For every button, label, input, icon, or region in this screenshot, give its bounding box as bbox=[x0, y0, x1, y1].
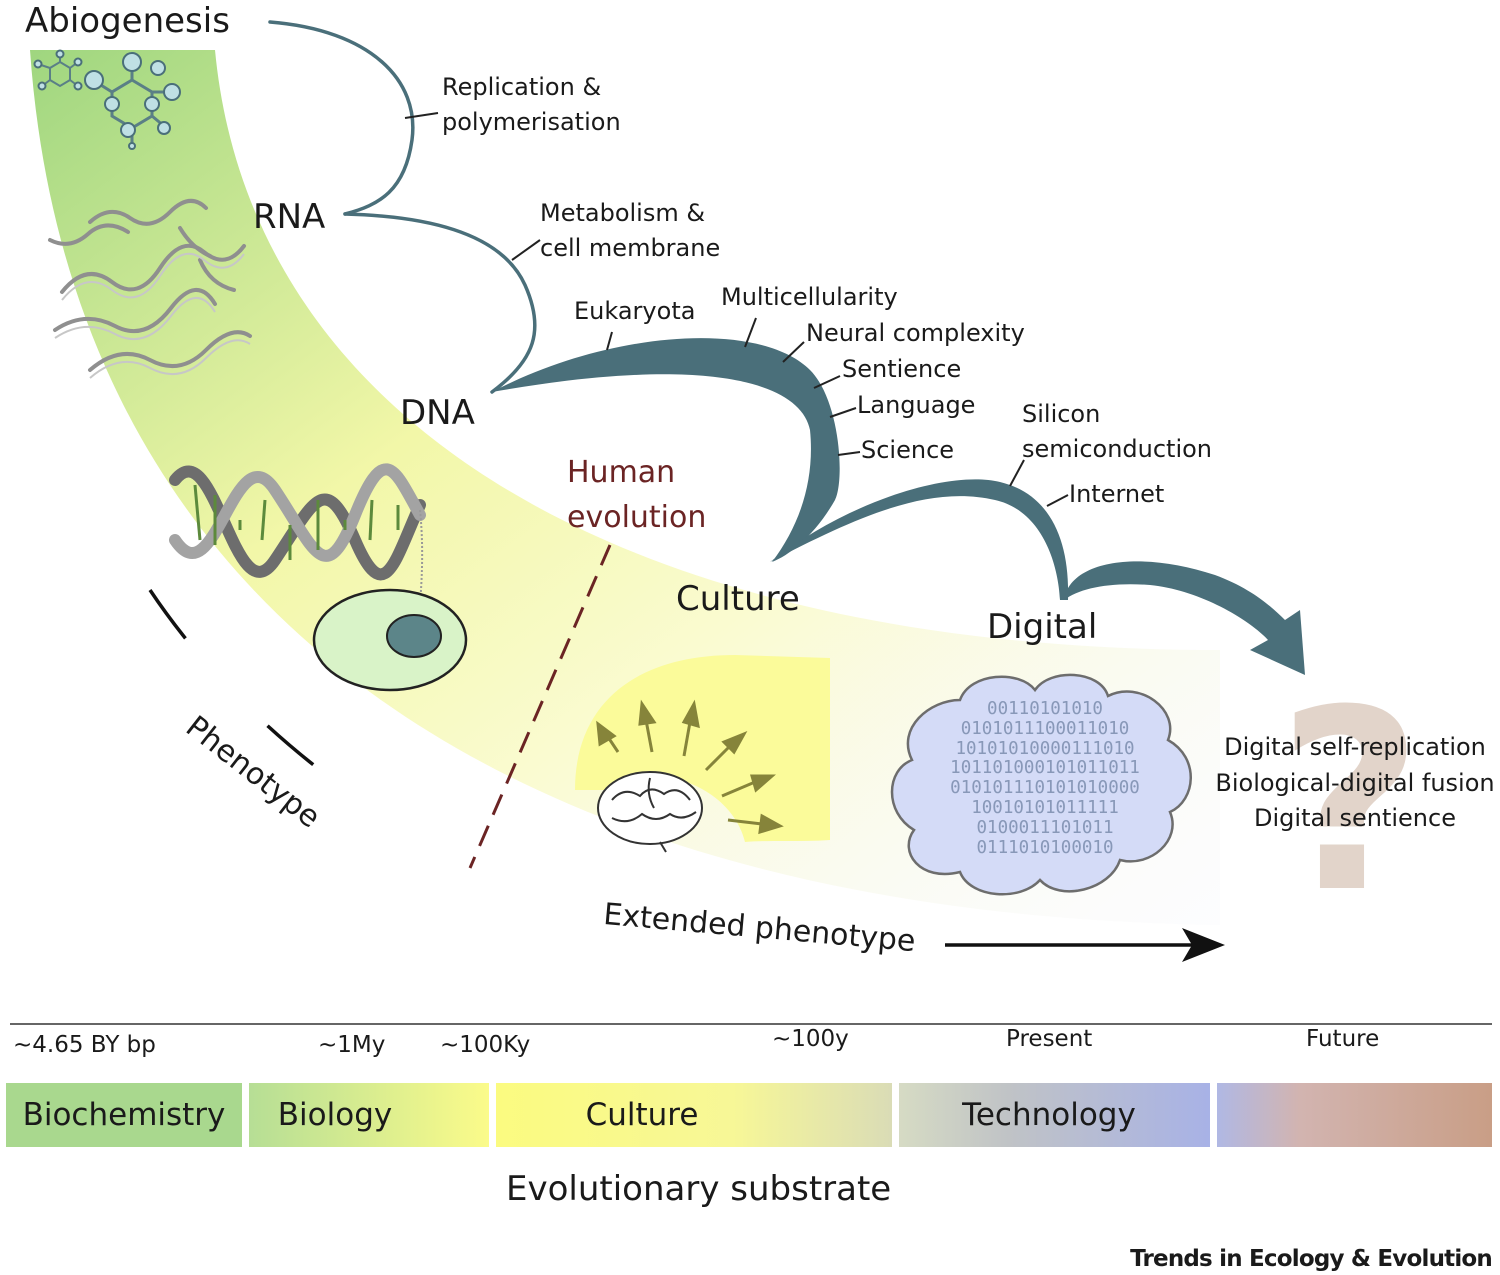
stage-rna: RNA bbox=[253, 197, 326, 237]
question-mark: ? bbox=[1277, 656, 1422, 947]
tick-label: ~100y bbox=[772, 1026, 849, 1052]
substrate-biology: Biology bbox=[277, 1097, 393, 1133]
future-outcome: Digital self-replication bbox=[1224, 733, 1486, 761]
dna-helix-icon bbox=[169, 463, 426, 633]
tick-label: ~100Ky bbox=[440, 1032, 531, 1058]
stage-culture: Culture bbox=[676, 579, 800, 619]
tick-label: ~1My bbox=[318, 1032, 386, 1058]
binary-cloud bbox=[890, 673, 1192, 896]
axis-title: Evolutionary substrate bbox=[506, 1169, 892, 1209]
substrate-culture: Culture bbox=[585, 1097, 699, 1133]
substrate-box-future bbox=[1217, 1083, 1492, 1147]
substrate-box-biology bbox=[249, 1083, 489, 1147]
event-multicellularity: Multicellularity bbox=[721, 283, 898, 311]
brain-icon bbox=[597, 771, 703, 853]
human-evolution-line bbox=[468, 544, 612, 869]
substrate-box-technology bbox=[899, 1083, 1210, 1147]
substrate-biochemistry: Biochemistry bbox=[22, 1097, 226, 1133]
event-language: Language bbox=[857, 391, 976, 419]
tick-label: Present bbox=[1006, 1026, 1093, 1052]
culture-fan bbox=[575, 655, 830, 842]
future-outcomes: Digital self-replication Biological-digi… bbox=[1210, 730, 1500, 837]
event-metabolism: Metabolism &cell membrane bbox=[540, 199, 721, 262]
event-science: Science bbox=[861, 436, 955, 464]
future-outcome: Digital sentience bbox=[1254, 804, 1456, 832]
substrate-box-biochemistry bbox=[6, 1083, 242, 1147]
tick-label: Future bbox=[1306, 1026, 1380, 1052]
stage-digital: Digital bbox=[987, 607, 1098, 647]
event-replication: Replication &polymerisation bbox=[442, 73, 621, 136]
journal-logo: Trends in Ecology & Evolution bbox=[1130, 1246, 1493, 1272]
stage-dna: DNA bbox=[400, 393, 475, 433]
future-outcome: Biological-digital fusion bbox=[1215, 768, 1495, 797]
substrate-technology: Technology bbox=[962, 1097, 1136, 1133]
evolution-path bbox=[268, 20, 537, 394]
event-sentience: Sentience bbox=[842, 355, 962, 383]
atom-icon bbox=[33, 49, 181, 150]
tick-label: ~4.65 BY bp bbox=[13, 1032, 156, 1058]
event-eukaryota: Eukaryota bbox=[574, 297, 696, 325]
digital-to-future-arrow bbox=[1064, 561, 1305, 675]
rna-strands-icon bbox=[48, 199, 252, 372]
event-ticks bbox=[404, 112, 1069, 507]
substrate-box-culture bbox=[496, 1083, 892, 1147]
event-internet: Internet bbox=[1069, 480, 1165, 508]
event-neural-complexity: Neural complexity bbox=[806, 319, 1025, 347]
cell-icon bbox=[312, 588, 468, 692]
evolution-band bbox=[30, 50, 1220, 925]
binary-code: 00110101010 0101011100011010 10101010000… bbox=[950, 699, 1140, 858]
idea-arrows bbox=[596, 699, 784, 835]
extended-phenotype-arrow bbox=[945, 928, 1225, 962]
stage-abiogenesis: Abiogenesis bbox=[25, 1, 230, 41]
